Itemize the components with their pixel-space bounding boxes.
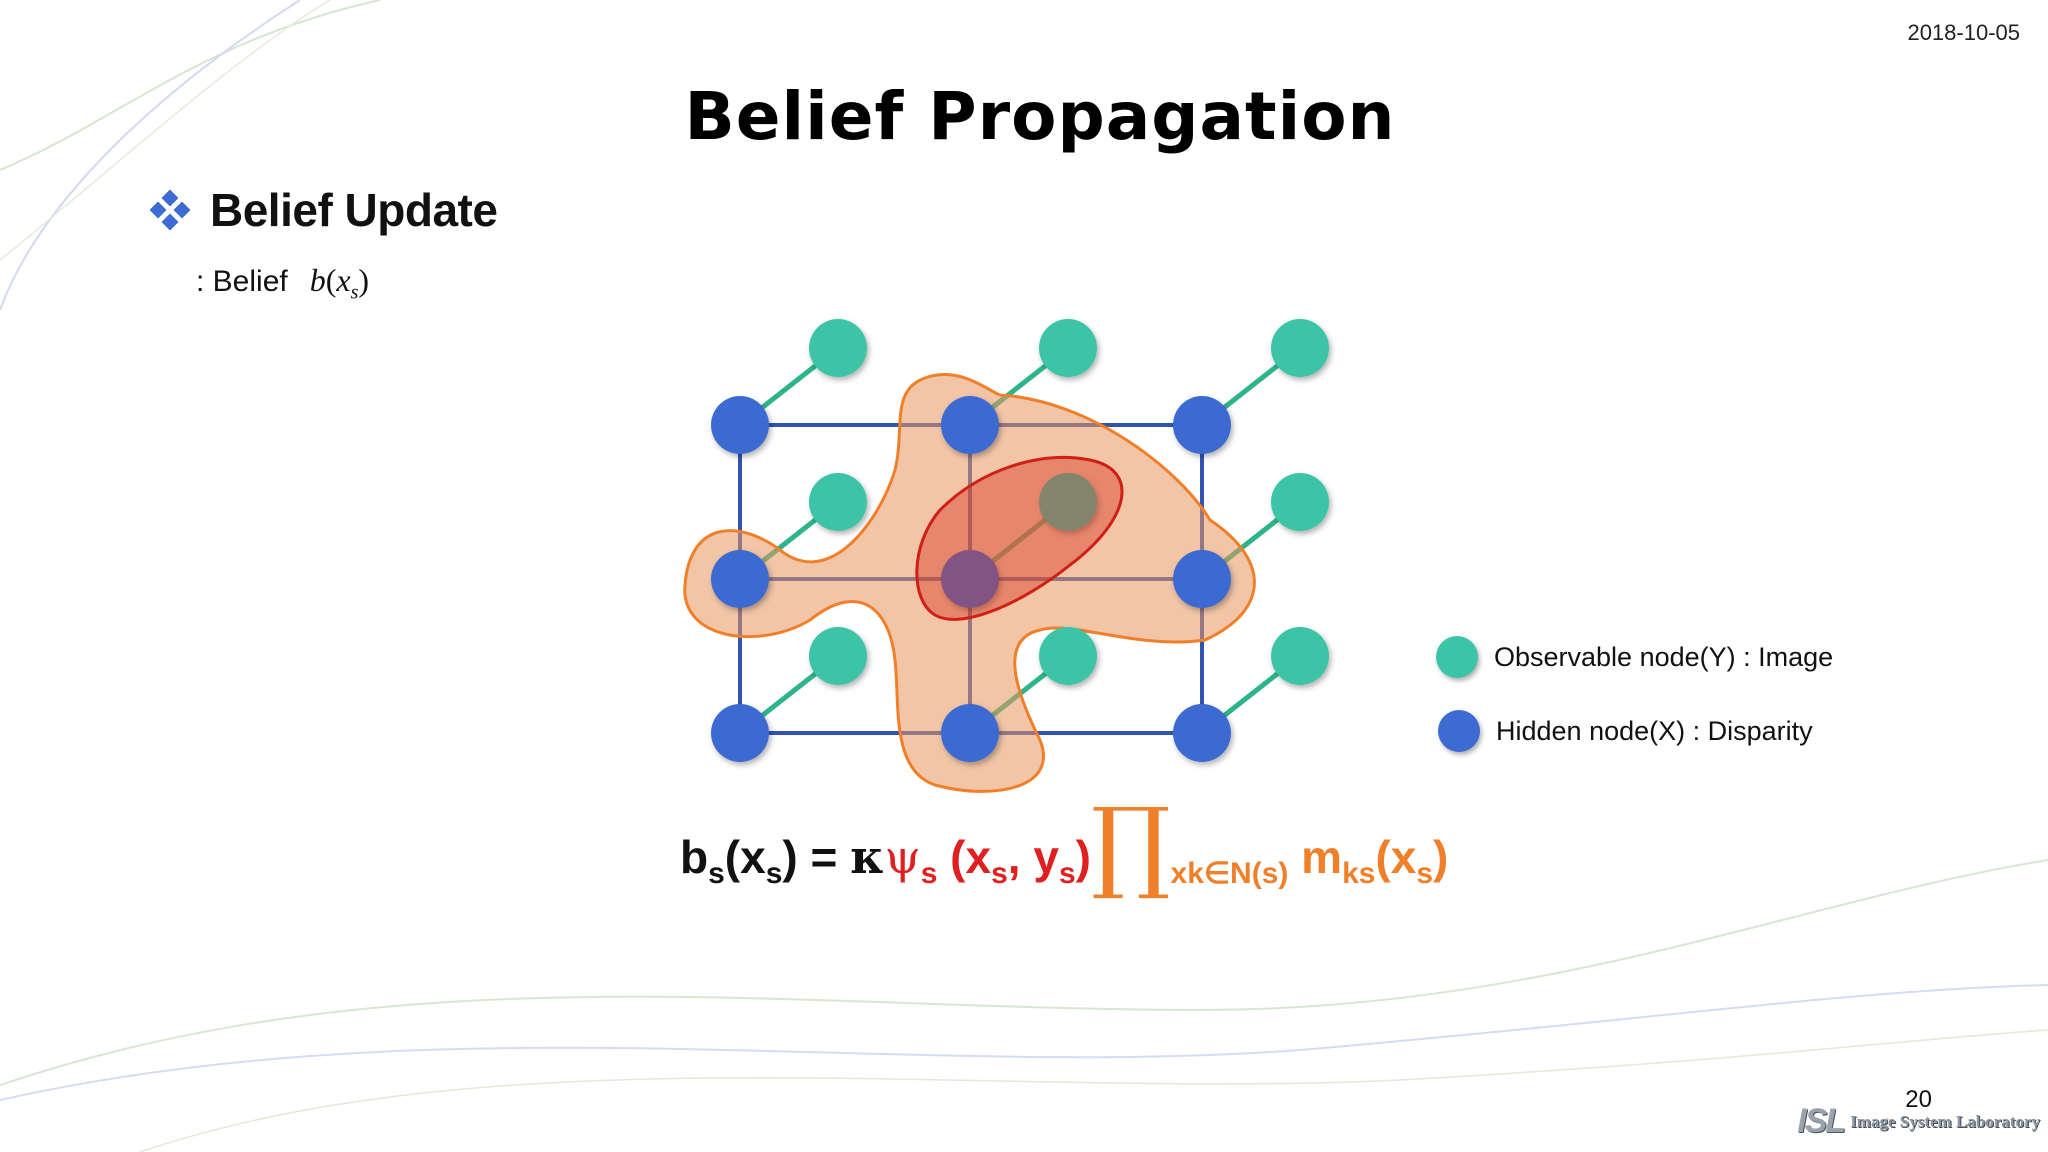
hidden-node	[711, 704, 769, 762]
hidden-node	[1173, 396, 1231, 454]
observable-node	[1271, 473, 1329, 531]
hidden-node-icon	[1438, 710, 1480, 752]
observable-node	[809, 473, 867, 531]
hidden-node	[1173, 550, 1231, 608]
observable-node	[1039, 319, 1097, 377]
observable-node	[809, 319, 867, 377]
hidden-node	[711, 396, 769, 454]
page-number: 20	[1905, 1086, 1932, 1113]
bullet-heading: Belief Update	[210, 184, 498, 236]
belief-label: : Belief	[196, 265, 288, 298]
legend: Observable node(Y) : Image Hidden node(X…	[1436, 636, 1876, 766]
diamond-bullet-icon	[149, 189, 191, 231]
belief-equation: bs(xs) = κ ψs (xs, ys) ∏xk∈N(s) mks(xs)	[680, 786, 1449, 903]
hidden-node	[1173, 704, 1231, 762]
isl-logo: ISL Image System Laboratory	[1797, 1102, 2040, 1141]
legend-label: Hidden node(X) : Disparity	[1496, 715, 1813, 746]
slide-title: Belief Propagation	[684, 78, 1396, 155]
bullet-belief-update: Belief Update	[148, 183, 498, 237]
observable-node	[809, 627, 867, 685]
observable-nodes	[809, 319, 1329, 685]
hidden-node	[941, 550, 999, 608]
legend-label: Observable node(Y) : Image	[1494, 641, 1834, 672]
hidden-node	[941, 704, 999, 762]
hidden-nodes	[711, 396, 1231, 762]
logo-mark: ISL	[1797, 1102, 1846, 1140]
observable-node	[1039, 627, 1097, 685]
mrf-grid-diagram	[683, 319, 1329, 793]
observable-node	[1039, 473, 1097, 531]
hidden-node	[941, 396, 999, 454]
equation-compatibility-term: ψs (xs, ys)	[884, 830, 1091, 891]
slide-date: 2018-10-05	[1907, 20, 2020, 45]
red-belief-region	[915, 456, 1124, 621]
logo-text: Image System Laboratory	[1850, 1111, 2040, 1131]
observable-node-icon	[1436, 636, 1478, 678]
observable-node	[1271, 319, 1329, 377]
belief-definition: : Belief b(xs)	[196, 262, 369, 304]
equation-message-product: ∏xk∈N(s) mks(xs)	[1090, 786, 1449, 903]
hidden-node	[711, 550, 769, 608]
equation-lhs: bs(xs) = κ	[680, 830, 885, 891]
observable-node	[1271, 627, 1329, 685]
belief-formula: b(xs)	[309, 262, 370, 304]
legend-item-hidden: Hidden node(X) : Disparity	[1438, 710, 1813, 752]
legend-item-observable: Observable node(Y) : Image	[1436, 636, 1833, 678]
